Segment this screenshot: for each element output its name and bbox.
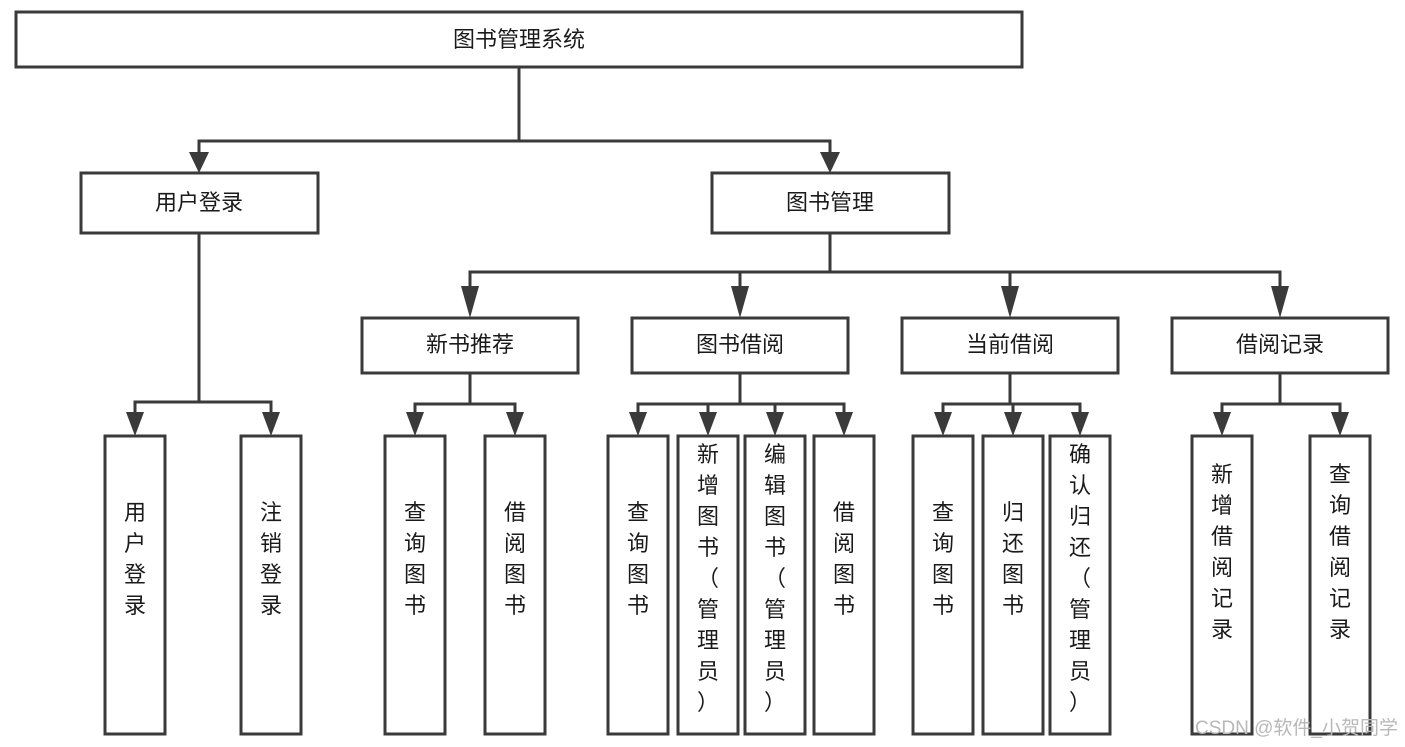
node-leaf-logout-label: 注销登录 bbox=[260, 500, 282, 618]
arrow-head-leaf-return-book bbox=[1004, 412, 1022, 436]
node-login[interactable]: 用户登录 bbox=[79, 171, 320, 235]
arrow-head-leaf-query-book-2 bbox=[629, 412, 647, 436]
arrow-head-leaf-borrow-book-1 bbox=[506, 412, 524, 436]
node-new-book-rec[interactable]: 新书推荐 bbox=[360, 316, 580, 375]
node-leaf-query-book-3[interactable]: 查询图书 bbox=[911, 434, 975, 736]
node-leaf-query-record[interactable]: 查询借阅记录 bbox=[1308, 434, 1372, 736]
node-leaf-query-record-label: 查询借阅记录 bbox=[1329, 462, 1351, 642]
node-book-mgmt[interactable]: 图书管理 bbox=[710, 171, 951, 235]
node-leaf-add-book-box[interactable] bbox=[676, 434, 740, 736]
node-leaf-borrow-book-2-label: 借阅图书 bbox=[833, 500, 855, 618]
node-borrow-record-label: 借阅记录 bbox=[1236, 332, 1324, 357]
arrow-head-leaf-confirm-return bbox=[1071, 412, 1089, 436]
node-leaf-borrow-book-1[interactable]: 借阅图书 bbox=[483, 434, 547, 736]
arrow-head-leaf-query-book-1 bbox=[406, 412, 424, 436]
node-leaf-add-record-label: 新增借阅记录 bbox=[1211, 462, 1233, 642]
node-leaf-query-book-3-label: 查询图书 bbox=[932, 500, 954, 618]
arrow-head-login bbox=[189, 152, 209, 173]
node-leaf-borrow-book-1-box[interactable] bbox=[483, 434, 547, 736]
node-leaf-query-book-1-box[interactable] bbox=[383, 434, 447, 736]
node-leaf-edit-book[interactable]: 编辑图书（管理员） bbox=[743, 434, 807, 736]
node-leaf-borrow-book-2-box[interactable] bbox=[812, 434, 876, 736]
node-leaf-edit-book-box[interactable] bbox=[743, 434, 807, 736]
node-root-box[interactable] bbox=[14, 10, 1024, 69]
node-leaf-user-login-label: 用户登录 bbox=[124, 500, 146, 618]
node-leaf-return-book[interactable]: 归还图书 bbox=[981, 434, 1045, 736]
arrow-head-leaf-query-book-3 bbox=[934, 412, 952, 436]
node-leaf-return-book-label: 归还图书 bbox=[1002, 500, 1024, 618]
arrow-head-book-borrow bbox=[731, 286, 749, 318]
arrow-head-leaf-borrow-book-2 bbox=[835, 412, 853, 436]
node-login-box[interactable] bbox=[79, 171, 320, 235]
node-login-label: 用户登录 bbox=[155, 190, 243, 215]
node-book-borrow[interactable]: 图书借阅 bbox=[630, 316, 850, 375]
arrow-head-new-book-rec bbox=[461, 286, 479, 318]
node-leaf-query-book-2-box[interactable] bbox=[606, 434, 670, 736]
arrow-head-leaf-logout bbox=[262, 412, 280, 436]
node-leaf-add-book[interactable]: 新增图书（管理员） bbox=[676, 434, 740, 736]
arrow-head-leaf-query-record bbox=[1331, 412, 1349, 436]
node-leaf-query-book-1-label: 查询图书 bbox=[404, 500, 426, 618]
arrow-head-leaf-edit-book bbox=[766, 412, 784, 436]
node-leaf-logout-box[interactable] bbox=[239, 434, 303, 736]
node-leaf-borrow-book-2[interactable]: 借阅图书 bbox=[812, 434, 876, 736]
node-book-borrow-box[interactable] bbox=[630, 316, 850, 375]
node-current-borrow[interactable]: 当前借阅 bbox=[900, 316, 1120, 375]
node-leaf-logout[interactable]: 注销登录 bbox=[239, 434, 303, 736]
node-book-mgmt-label: 图书管理 bbox=[786, 190, 874, 215]
arrow-head-book-mgmt bbox=[820, 152, 840, 173]
node-leaf-add-record-box[interactable] bbox=[1190, 434, 1254, 736]
node-leaf-add-record[interactable]: 新增借阅记录 bbox=[1190, 434, 1254, 736]
arrow-head-leaf-add-record bbox=[1213, 412, 1231, 436]
node-leaf-borrow-book-1-label: 借阅图书 bbox=[504, 500, 526, 618]
node-leaf-query-book-2-label: 查询图书 bbox=[627, 500, 649, 618]
node-leaf-edit-book-label: 编辑图书（管理员） bbox=[764, 442, 786, 715]
node-current-borrow-label: 当前借阅 bbox=[966, 332, 1054, 357]
node-leaf-user-login[interactable]: 用户登录 bbox=[103, 434, 167, 736]
node-leaf-return-book-box[interactable] bbox=[981, 434, 1045, 736]
node-root-label: 图书管理系统 bbox=[453, 27, 585, 52]
node-leaf-query-book-3-box[interactable] bbox=[911, 434, 975, 736]
node-borrow-record-box[interactable] bbox=[1170, 316, 1390, 375]
watermark-label: CSDN @软件_小贺同学 bbox=[1195, 717, 1398, 739]
node-leaf-query-book-2[interactable]: 查询图书 bbox=[606, 434, 670, 736]
node-new-book-rec-box[interactable] bbox=[360, 316, 580, 375]
node-leaf-confirm-return[interactable]: 确认归还（管理员） bbox=[1048, 434, 1112, 736]
node-book-mgmt-box[interactable] bbox=[710, 171, 951, 235]
connector-layer bbox=[126, 65, 1349, 436]
node-leaf-add-book-label: 新增图书（管理员） bbox=[697, 442, 719, 715]
arrow-head-leaf-add-book bbox=[699, 412, 717, 436]
node-leaf-user-login-box[interactable] bbox=[103, 434, 167, 736]
node-current-borrow-box[interactable] bbox=[900, 316, 1120, 375]
node-book-borrow-label: 图书借阅 bbox=[696, 332, 784, 357]
arrow-head-leaf-user-login bbox=[126, 412, 144, 436]
node-borrow-record[interactable]: 借阅记录 bbox=[1170, 316, 1390, 375]
node-new-book-rec-label: 新书推荐 bbox=[426, 332, 514, 357]
node-leaf-confirm-return-label: 确认归还（管理员） bbox=[1069, 442, 1091, 715]
node-leaf-query-book-1[interactable]: 查询图书 bbox=[383, 434, 447, 736]
node-leaf-query-record-box[interactable] bbox=[1308, 434, 1372, 736]
node-root[interactable]: 图书管理系统 bbox=[14, 10, 1024, 69]
node-leaf-confirm-return-box[interactable] bbox=[1048, 434, 1112, 736]
arrow-head-current-borrow bbox=[1001, 286, 1019, 318]
arrow-head-borrow-record bbox=[1271, 286, 1289, 318]
